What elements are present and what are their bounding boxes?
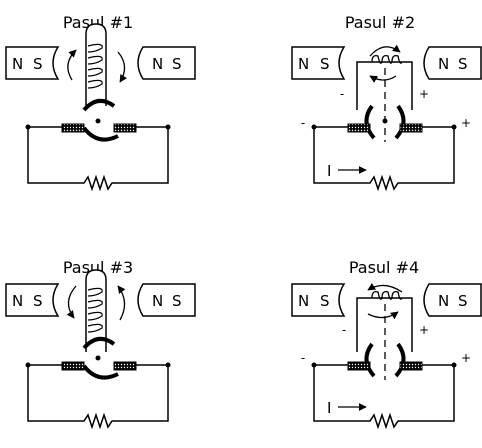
brush-right	[399, 361, 423, 371]
step-3-panel: Pasul #3 N S N S	[5, 258, 196, 430]
commutator-left	[364, 104, 376, 140]
coil-positive-sign: +	[419, 323, 429, 337]
magnet-s-label: S	[33, 55, 43, 73]
magnet-s-label-right: S	[458, 292, 468, 310]
brush-left	[61, 123, 85, 133]
magnet-s-label: S	[320, 292, 330, 310]
terminal-left	[25, 124, 31, 130]
terminal-left	[311, 124, 317, 130]
commutator-bottom	[82, 364, 119, 380]
external-circuit-resistor	[313, 126, 455, 192]
brush-left	[347, 361, 371, 371]
magnet-s-label-right: S	[172, 55, 182, 73]
rotation-arrow-left	[67, 49, 77, 81]
coil-windings	[371, 290, 403, 300]
brush-right	[113, 361, 137, 371]
external-circuit-resistor	[313, 364, 455, 430]
magnet-n-label-right: N	[152, 292, 163, 310]
rotation-arrow-bottom	[367, 311, 399, 320]
armature-coil	[85, 269, 107, 352]
brush-right	[399, 123, 423, 133]
commutator-right	[394, 342, 406, 378]
terminal-left	[25, 362, 31, 368]
step-4-panel: Pasul #4 N S N S - + - + I	[291, 258, 482, 430]
brush-left	[347, 123, 371, 133]
magnet-n-label: N	[12, 55, 23, 73]
magnet-south-right	[423, 283, 482, 317]
terminal-right	[165, 362, 171, 368]
external-circuit-resistor	[27, 364, 169, 430]
terminal-right	[451, 362, 457, 368]
magnet-s-label-right: S	[172, 292, 182, 310]
rotation-arrow-left	[66, 285, 77, 319]
shaft-dot	[95, 355, 101, 361]
magnet-s-label: S	[320, 55, 330, 73]
rotation-arrow-top	[369, 44, 401, 57]
current-label: I	[327, 162, 331, 180]
terminal-positive-sign: +	[461, 351, 471, 365]
shaft-dot	[382, 118, 388, 124]
coil-windings	[371, 54, 403, 64]
rotation-arrow-bottom	[369, 75, 397, 83]
coil-negative-sign: -	[342, 323, 346, 337]
commutator-right	[394, 104, 406, 140]
magnet-south-right	[137, 46, 196, 80]
step-1-title: Pasul #1	[63, 13, 133, 32]
step-2-panel: Pasul #2 N S N S - + - + I	[291, 13, 482, 192]
magnet-n-label-right: N	[438, 55, 449, 73]
step-3-title: Pasul #3	[63, 258, 133, 277]
brush-left	[61, 361, 85, 371]
magnet-n-label-right: N	[438, 292, 449, 310]
commutator-top	[82, 336, 116, 350]
coil-negative-sign: -	[340, 87, 344, 101]
commutator-left	[364, 342, 376, 378]
magnet-n-label: N	[298, 55, 309, 73]
shaft-dot	[95, 118, 101, 124]
commutator-top	[82, 98, 116, 112]
terminal-right	[451, 124, 457, 130]
brush-right	[113, 123, 137, 133]
rotation-arrow-right	[117, 285, 126, 321]
magnet-south-right	[137, 283, 196, 317]
step-1-panel: Pasul #1 N S N S	[5, 13, 196, 192]
rotation-arrow-top	[367, 282, 403, 293]
terminal-right	[165, 124, 171, 130]
magnet-n-label-right: N	[152, 55, 163, 73]
commutator-bottom	[82, 126, 119, 142]
coil-positive-sign: +	[419, 87, 429, 101]
magnet-s-label: S	[33, 292, 43, 310]
magnet-n-label: N	[12, 292, 23, 310]
magnet-s-label-right: S	[458, 55, 468, 73]
terminal-negative-sign: -	[301, 351, 305, 365]
terminal-positive-sign: +	[461, 116, 471, 130]
rotation-arrow-right	[117, 51, 128, 83]
armature-coil	[356, 61, 413, 110]
armature-coil	[85, 23, 107, 106]
magnet-n-label: N	[298, 292, 309, 310]
external-circuit-resistor	[27, 126, 169, 192]
magnet-south-right	[423, 46, 482, 80]
terminal-negative-sign: -	[301, 116, 305, 130]
current-label: I	[327, 399, 331, 417]
armature-coil	[356, 297, 413, 352]
step-4-title: Pasul #4	[349, 258, 419, 277]
terminal-left	[311, 362, 317, 368]
step-2-title: Pasul #2	[345, 13, 415, 32]
